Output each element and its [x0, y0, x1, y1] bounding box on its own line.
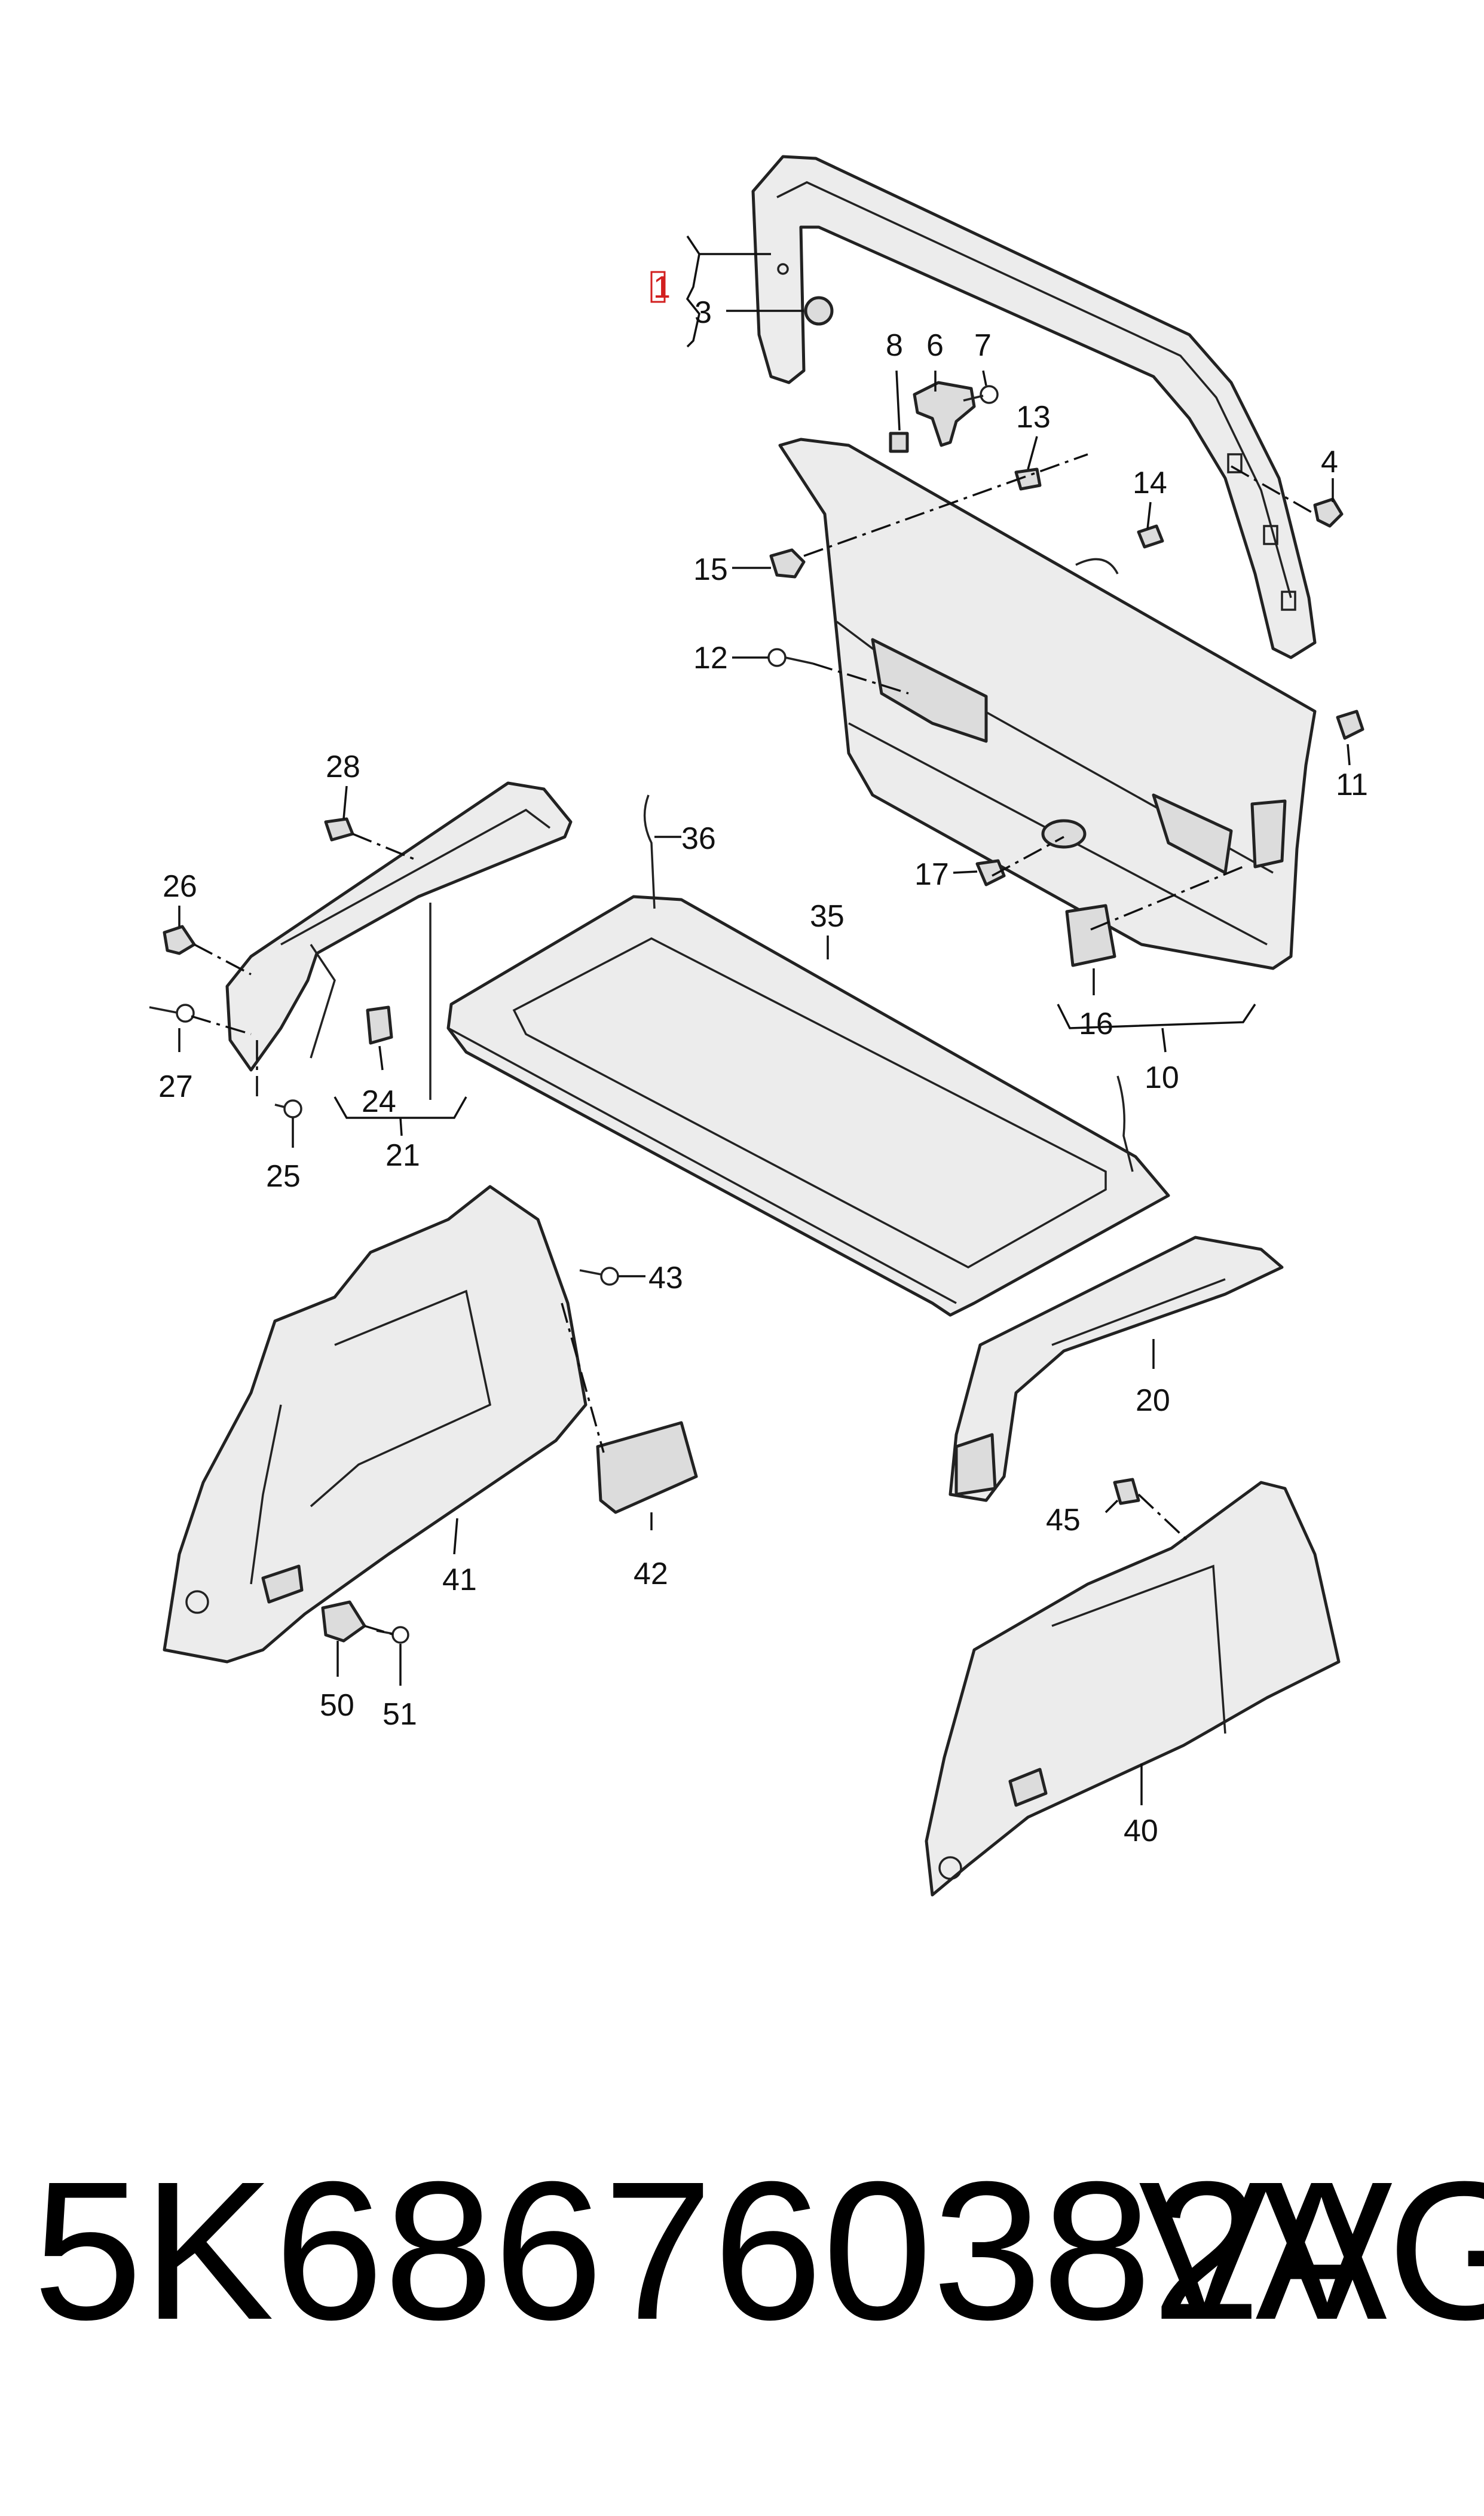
part-17-cap	[975, 859, 1006, 886]
callout-10: 10	[1145, 1060, 1179, 1095]
callout-6: 6	[926, 328, 944, 363]
callout-51: 51	[383, 1697, 417, 1732]
part-41-side-trim-lower-left	[163, 1185, 588, 1664]
callout-45: 45	[1046, 1503, 1081, 1537]
brand-label: VAG	[1139, 2140, 1484, 2361]
callout-36: 36	[681, 821, 716, 856]
part-27-bolt	[149, 1004, 195, 1023]
callout-4: 4	[1321, 445, 1338, 479]
part-28-clip	[324, 817, 354, 842]
part-4-clip	[1313, 497, 1344, 528]
callout-43: 43	[648, 1261, 683, 1295]
part-35-parcel-shelf	[446, 895, 1170, 1317]
part-1-tailgate-frame	[751, 155, 1317, 659]
part-25-screw	[274, 1099, 302, 1118]
part-45-clip	[1113, 1478, 1140, 1505]
callout-24: 24	[362, 1084, 396, 1119]
callout-7: 7	[974, 328, 992, 363]
part-12-screw	[767, 648, 813, 667]
callout-40: 40	[1124, 1814, 1158, 1848]
part-11-clip	[1336, 710, 1364, 740]
part-14-clip	[1137, 524, 1164, 549]
part-15-hinge-clip	[769, 548, 806, 579]
callout-20: 20	[1136, 1383, 1170, 1418]
callout-35: 35	[810, 899, 844, 934]
callout-50: 50	[320, 1688, 354, 1723]
callout-41: 41	[442, 1563, 477, 1597]
callout-15: 15	[693, 552, 728, 587]
part-43-screw	[579, 1267, 619, 1286]
part-10-tailgate-trim-panel	[778, 438, 1317, 970]
callout-28: 28	[326, 750, 360, 784]
callout-8: 8	[886, 328, 903, 363]
part-50-hook	[321, 1600, 366, 1643]
callout-14: 14	[1133, 466, 1167, 500]
callout-21: 21	[385, 1138, 420, 1173]
callout-1: 1	[653, 270, 671, 305]
leader-lines	[178, 236, 1351, 1805]
callout-16: 16	[1079, 1007, 1113, 1041]
part-42-cover	[596, 1421, 698, 1514]
part-16-cover	[1065, 904, 1116, 967]
part-7-screw	[963, 385, 999, 404]
assembly-lines	[191, 453, 1315, 1636]
part-3-clip	[804, 296, 834, 326]
part-36-cord	[643, 794, 1134, 1172]
callout-3: 3	[694, 295, 712, 330]
part-26-clip	[163, 925, 196, 955]
callout-27: 27	[158, 1069, 193, 1104]
callout-labels: 1 3 8 6 7 13 14 4 15 12 11 17 16 10 36 3…	[158, 270, 1368, 1848]
part-number: 5K686760382V	[33, 2140, 1393, 2361]
part-8-clip	[889, 432, 909, 453]
part-24-clip	[366, 1005, 393, 1045]
part-40-side-trim-lower-right	[925, 1481, 1341, 1897]
callout-1-highlight	[650, 271, 666, 303]
callout-12: 12	[693, 641, 728, 675]
callout-11: 11	[1336, 768, 1368, 802]
callout-13: 13	[1016, 400, 1051, 435]
part-20-side-trim-upper-right	[948, 1236, 1284, 1502]
callout-17: 17	[914, 857, 949, 892]
callout-42: 42	[634, 1557, 668, 1591]
callout-25: 25	[266, 1159, 301, 1194]
part-6-handle	[913, 381, 976, 447]
callout-26: 26	[163, 869, 197, 904]
part-21-side-trim-upper	[225, 781, 573, 1072]
